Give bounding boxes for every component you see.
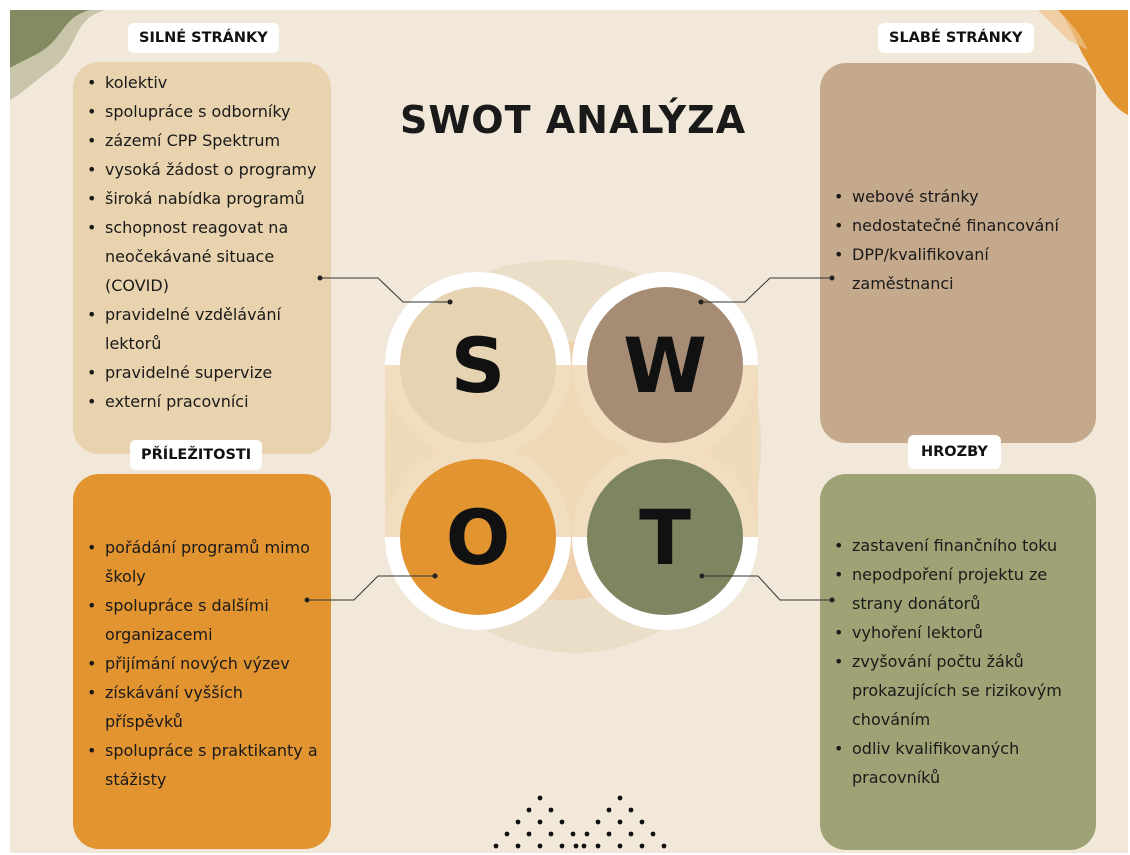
- decoration-dot: [493, 843, 499, 849]
- weaknesses-item: nedostatečné financování: [830, 211, 1086, 240]
- decoration-dot: [559, 819, 565, 825]
- t-letter: T: [639, 492, 691, 582]
- strengths-item: spolupráce s odborníky: [83, 97, 323, 126]
- o-circle: O: [400, 459, 556, 615]
- opportunities-label: PŘÍLEŽITOSTI: [130, 440, 263, 470]
- decoration-dot: [628, 807, 634, 813]
- decoration-dot: [584, 831, 590, 837]
- strengths-item: pravidelné supervize: [83, 358, 323, 387]
- threats-item: zvyšování počtu žáků prokazujících se ri…: [830, 647, 1088, 734]
- swot-canvas: kolektivspolupráce s odborníkyzázemí CPP…: [10, 10, 1128, 853]
- decoration-dot: [617, 795, 623, 801]
- strengths-connector-dot-start: [317, 275, 323, 281]
- weaknesses-list: webové stránkynedostatečné financováníDP…: [830, 182, 1086, 298]
- threats-panel: zastavení finančního tokunepodpoření pro…: [820, 474, 1096, 850]
- weaknesses-connector: [701, 277, 832, 303]
- decoration-dot: [537, 795, 543, 801]
- threats-item: vyhoření lektorů: [830, 618, 1088, 647]
- strengths-item: vysoká žádost o programy: [83, 155, 323, 184]
- decoration-dot: [606, 831, 612, 837]
- strengths-item: kolektiv: [83, 68, 323, 97]
- threats-label: HROZBY: [908, 435, 1001, 469]
- strengths-connector-dot-end: [447, 299, 453, 305]
- opportunities-connector-dot-start: [304, 597, 310, 603]
- page-title: SWOT ANALÝZA: [400, 98, 747, 142]
- threats-item: zastavení finančního toku: [830, 531, 1088, 560]
- threats-connector: [702, 575, 832, 601]
- decoration-dot: [526, 831, 532, 837]
- opportunities-item: spolupráce s praktikanty a stážisty: [83, 736, 323, 794]
- weaknesses-connector-dot-start: [698, 299, 704, 305]
- strengths-item: pravidelné vzdělávání lektorů: [83, 300, 323, 358]
- decoration-dot: [559, 843, 565, 849]
- s-circle: S: [400, 287, 556, 443]
- decoration-dot: [526, 807, 532, 813]
- weaknesses-connector-dot-end: [829, 275, 835, 281]
- weaknesses-item: DPP/kvalifikovaní zaměstnanci: [830, 240, 1086, 298]
- connector-lines: [304, 275, 835, 603]
- o-letter: O: [445, 492, 511, 582]
- opportunities-item: pořádání programů mimo školy: [83, 533, 323, 591]
- decoration-dot: [537, 843, 543, 849]
- decoration-dot: [515, 819, 521, 825]
- decoration-dot: [595, 819, 601, 825]
- decoration-dot: [548, 831, 554, 837]
- weaknesses-item: webové stránky: [830, 182, 1086, 211]
- opportunities-connector: [307, 575, 435, 601]
- strengths-connector: [320, 277, 450, 303]
- opportunities-item: spolupráce s dalšími organizacemi: [83, 591, 323, 649]
- dotted-triangle-decoration: [493, 795, 667, 849]
- decoration-dot: [661, 843, 667, 849]
- w-letter: W: [623, 320, 707, 410]
- weaknesses-label: SLABÉ STRÁNKY: [878, 23, 1034, 53]
- w-circle: W: [587, 287, 743, 443]
- decoration-dot: [617, 843, 623, 849]
- threats-item: odliv kvalifikovaných pracovníků: [830, 734, 1088, 792]
- t-circle: T: [587, 459, 743, 615]
- weaknesses-panel: webové stránkynedostatečné financováníDP…: [820, 63, 1096, 443]
- top-right-blob: [1038, 10, 1128, 115]
- opportunities-connector-dot-end: [432, 573, 438, 579]
- threats-connector-dot-end: [829, 597, 835, 603]
- decoration-dot: [650, 831, 656, 837]
- decoration-dot: [504, 831, 510, 837]
- decoration-dot: [639, 819, 645, 825]
- decoration-dot: [581, 843, 587, 849]
- strengths-item: externí pracovníci: [83, 387, 323, 416]
- top-left-blob: [10, 10, 105, 100]
- decoration-dot: [573, 843, 579, 849]
- strengths-label: SILNÉ STRÁNKY: [128, 23, 279, 53]
- strengths-list: kolektivspolupráce s odborníkyzázemí CPP…: [83, 68, 323, 416]
- strengths-item: zázemí CPP Spektrum: [83, 126, 323, 155]
- decoration-dot: [595, 843, 601, 849]
- decoration-dot: [628, 831, 634, 837]
- strengths-panel: kolektivspolupráce s odborníkyzázemí CPP…: [73, 62, 331, 454]
- strengths-item: široká nabídka programů: [83, 184, 323, 213]
- threats-list: zastavení finančního tokunepodpoření pro…: [830, 531, 1088, 792]
- opportunities-item: získávání vyšších příspěvků: [83, 678, 323, 736]
- s-letter: S: [450, 320, 506, 410]
- threats-item: nepodpoření projektu ze strany donátorů: [830, 560, 1088, 618]
- decoration-dot: [570, 831, 576, 837]
- opportunities-panel: pořádání programů mimo školyspolupráce s…: [73, 474, 331, 849]
- decoration-dot: [537, 819, 543, 825]
- opportunities-item: přijímání nových výzev: [83, 649, 323, 678]
- decoration-dot: [639, 843, 645, 849]
- opportunities-list: pořádání programů mimo školyspolupráce s…: [83, 533, 323, 794]
- threats-connector-dot-start: [699, 573, 705, 579]
- decoration-dot: [606, 807, 612, 813]
- decoration-dot: [548, 807, 554, 813]
- decoration-dot: [515, 843, 521, 849]
- strengths-item: schopnost reagovat na neočekávané situac…: [83, 213, 323, 300]
- decoration-dot: [617, 819, 623, 825]
